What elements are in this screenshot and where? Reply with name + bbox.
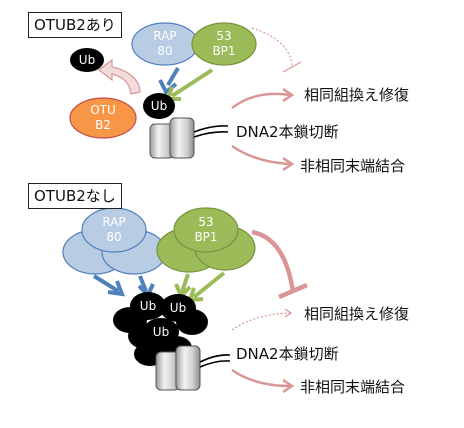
bottom-nhej-label: 非相同末端結合	[300, 378, 406, 396]
panel-top: RAP 80 53 BP1 Ub OTU B2 Ub	[69, 22, 302, 172]
top-nucleosome	[149, 117, 195, 159]
top-dna-strands	[193, 125, 229, 138]
top-hr-label: 相同組換え修復	[304, 86, 410, 104]
top-otub2-shape	[69, 97, 137, 139]
bottom-53bp1-shape	[173, 207, 239, 253]
top-rap80-label-1: RAP	[153, 29, 176, 43]
panel-bottom: RAP 80 53 BP1	[62, 207, 308, 394]
bottom-hr-arrow-dotted	[231, 312, 291, 331]
top-free-ub-shape	[70, 48, 104, 72]
top-panel-label: OTUB2あり	[28, 12, 122, 38]
bottom-53bp1-label-1: 53	[198, 215, 213, 229]
bottom-53bp1-trimer	[156, 207, 256, 273]
bottom-ub-1-label: Ub	[140, 299, 156, 313]
bottom-nucleosome	[155, 345, 201, 391]
bottom-rap80-trimer	[62, 207, 167, 275]
bottom-53bp1-label-2: BP1	[194, 230, 217, 244]
bottom-hr-label: 相同組換え修復	[304, 305, 410, 323]
top-rap80-label-2: 80	[157, 44, 172, 58]
top-otub2-label-1: OTU	[90, 103, 116, 117]
top-inhibition-dotted	[251, 27, 293, 67]
top-free-ub-label: Ub	[79, 53, 95, 67]
bottom-ub-cluster	[113, 292, 208, 366]
bottom-ub-2-label: Ub	[170, 301, 186, 315]
top-dna-break-label: DNA2本鎖切断	[236, 123, 339, 141]
top-cleavage-arrow	[98, 58, 141, 95]
bottom-rap80-label-2: 80	[106, 230, 121, 244]
bottom-nhej-arrow	[231, 368, 291, 388]
top-53bp1-shape	[191, 22, 257, 66]
bottom-ub-2-shape	[160, 294, 196, 322]
top-rap80-arrow	[166, 66, 180, 87]
top-nhej-arrow	[231, 144, 291, 166]
bottom-inhibition-line	[251, 229, 296, 293]
bottom-rap80-arrow-2	[138, 275, 148, 292]
top-nhej-label: 非相同末端結合	[300, 157, 406, 175]
bottom-ub-3-shape	[143, 318, 179, 346]
top-53bp1-label-2: BP1	[212, 44, 235, 58]
bottom-inhibition-bar	[278, 282, 308, 300]
top-53bp1-label-1: 53	[216, 29, 231, 43]
bottom-rap80-label-1: RAP	[102, 215, 125, 229]
bottom-dna-strands	[199, 354, 231, 368]
bottom-dna-break-label: DNA2本鎖切断	[236, 345, 339, 363]
bottom-ub-1-shape	[130, 292, 166, 320]
bottom-rap80-arrow-1	[92, 274, 120, 293]
bottom-panel-label: OTUB2なし	[28, 183, 122, 209]
top-hr-arrow	[231, 92, 291, 109]
top-otub2-label-2: B2	[95, 118, 111, 132]
top-inhibition-bar	[282, 61, 302, 73]
bottom-53bp1-arrow-2	[192, 271, 226, 299]
bottom-ub-3-label: Ub	[153, 325, 169, 339]
bottom-53bp1-arrow-1	[180, 273, 190, 293]
top-bound-ub-shape	[143, 93, 175, 119]
top-bound-ub-label: Ub	[151, 99, 167, 113]
top-53bp1-arrow	[170, 68, 214, 98]
